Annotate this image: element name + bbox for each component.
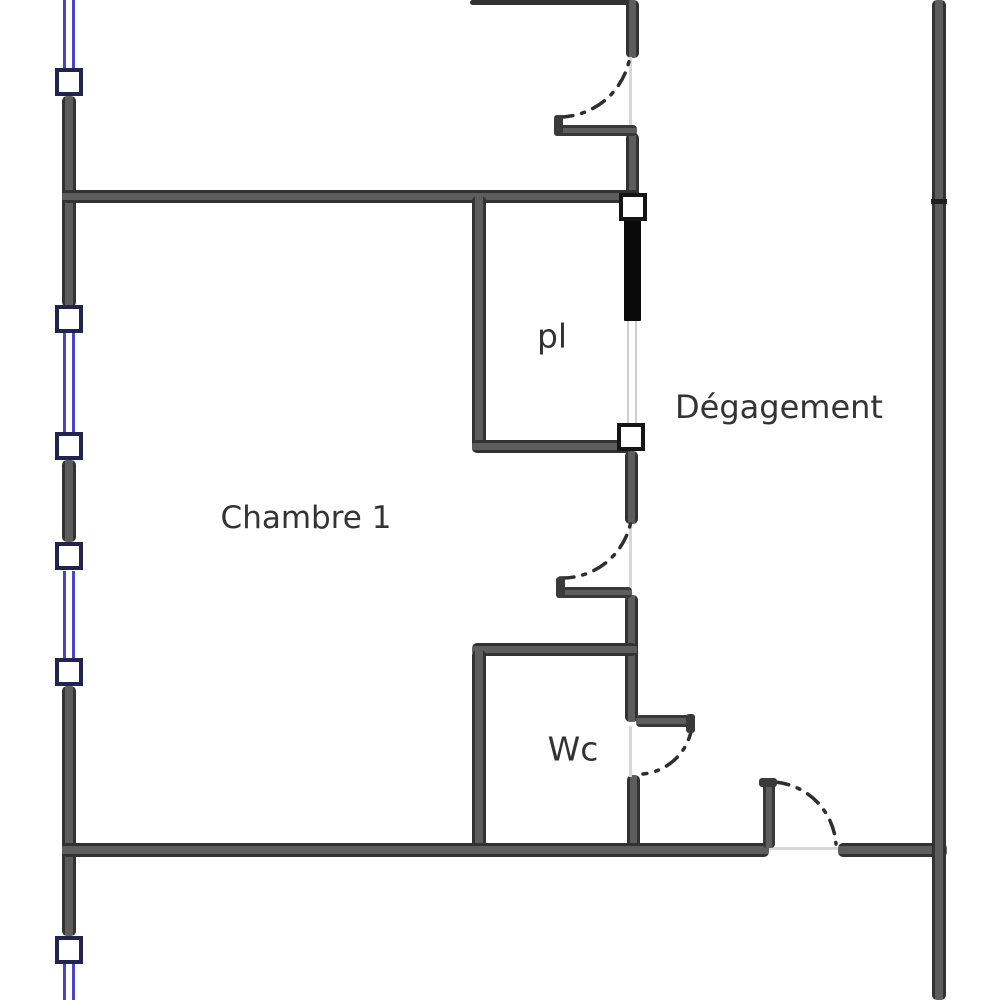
wall-entry-upper[interactable] [626,0,639,58]
window-endpoint-handle[interactable] [55,542,83,570]
room-label-degagement[interactable]: Dégagement [675,388,883,426]
door-arc [641,724,694,776]
wall-wc-top[interactable] [472,643,637,656]
door-leaf[interactable] [555,125,637,136]
wall-right[interactable] [932,0,946,1000]
window-glass[interactable] [63,0,75,68]
room-label-wc[interactable]: Wc [547,729,599,769]
wall-bottom-left[interactable] [62,843,769,857]
wall-entry-lower[interactable] [626,133,639,196]
door-leaf-edge [556,577,565,598]
door-threshold [629,57,632,129]
door-leaf[interactable] [763,780,775,848]
wall-chambre-top[interactable] [62,190,640,203]
window-glass[interactable] [63,333,75,432]
door-endpoint-handle[interactable] [619,193,647,221]
window-glass[interactable] [63,571,75,658]
wall-joint-tick [931,199,947,204]
wall-bottom-right[interactable] [838,843,947,857]
wall-wc-left[interactable] [472,650,486,852]
door-leaf[interactable] [636,715,693,727]
door-arc [557,54,632,119]
door-endpoint-handle[interactable] [617,423,645,451]
wall-degagement-upper[interactable] [625,451,638,524]
room-label-chambre1[interactable]: Chambre 1 [220,500,392,536]
wall-placard-left[interactable] [472,196,486,453]
door-arc [558,519,633,580]
door-leaf-edge [686,714,695,733]
window-endpoint-handle[interactable] [55,936,83,964]
window-glass[interactable] [63,964,75,1000]
window-endpoint-handle[interactable] [55,432,83,460]
door-threshold [769,847,838,850]
room-label-placard[interactable]: pl [536,316,568,356]
door-opening [627,320,637,424]
window-endpoint-handle[interactable] [55,68,83,96]
wall-left-segment-3[interactable] [62,686,76,936]
wall-wc-right-upper[interactable] [625,595,638,722]
door-threshold [629,726,632,777]
door-leaf[interactable] [558,587,632,598]
door-threshold [629,523,632,589]
door-leaf-edge [554,115,563,136]
door-arc [773,780,838,846]
window-endpoint-handle[interactable] [55,305,83,333]
wall-top-sliver[interactable] [470,0,635,5]
wall-wc-right-lower[interactable] [627,775,640,850]
door-leaf-edge [759,778,777,787]
window-endpoint-handle[interactable] [55,658,83,686]
wall-left-segment-2[interactable] [62,460,76,542]
sliding-door-panel[interactable] [624,219,641,321]
wall-placard-bottom[interactable] [472,440,632,453]
